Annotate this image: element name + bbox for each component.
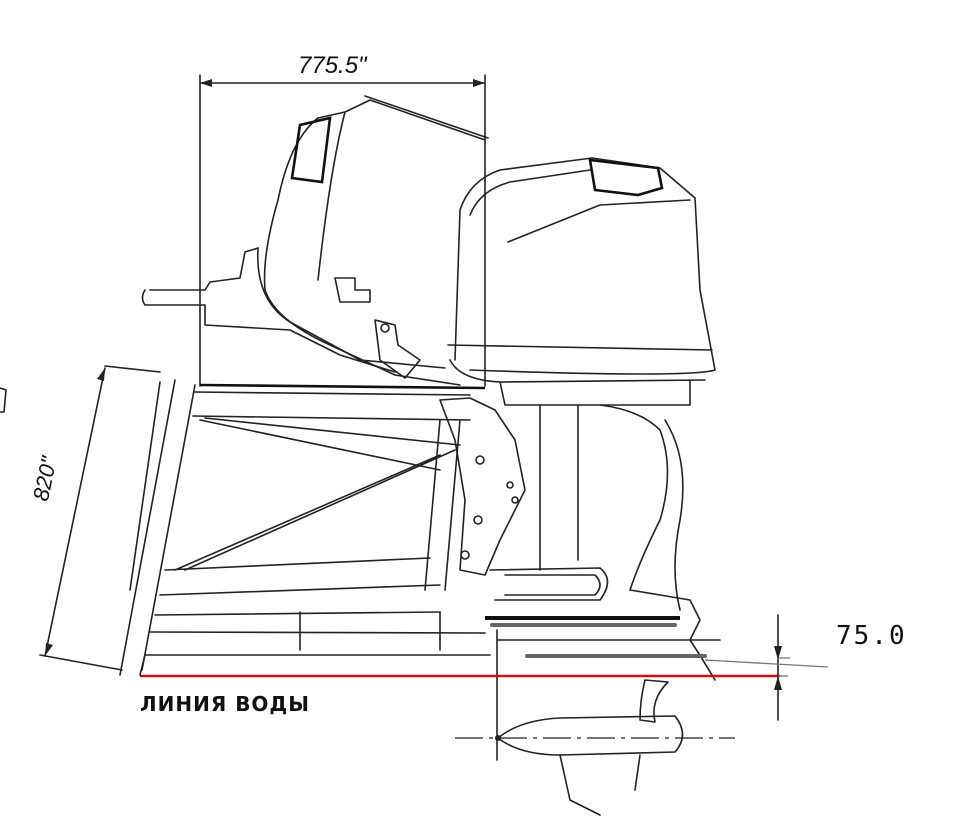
waterline-label: ЛИНИЯ ВОДЫ	[140, 692, 310, 716]
left-dimension	[0, 365, 161, 671]
top-width-label: 775.5"	[298, 52, 367, 79]
waterline-offset-label: 75.0	[836, 621, 907, 651]
top-dimension	[199, 74, 486, 387]
tilted-motor	[141, 95, 489, 386]
right-dimension	[704, 614, 829, 721]
upright-motor	[447, 157, 735, 816]
mounting-bracket	[119, 379, 526, 676]
